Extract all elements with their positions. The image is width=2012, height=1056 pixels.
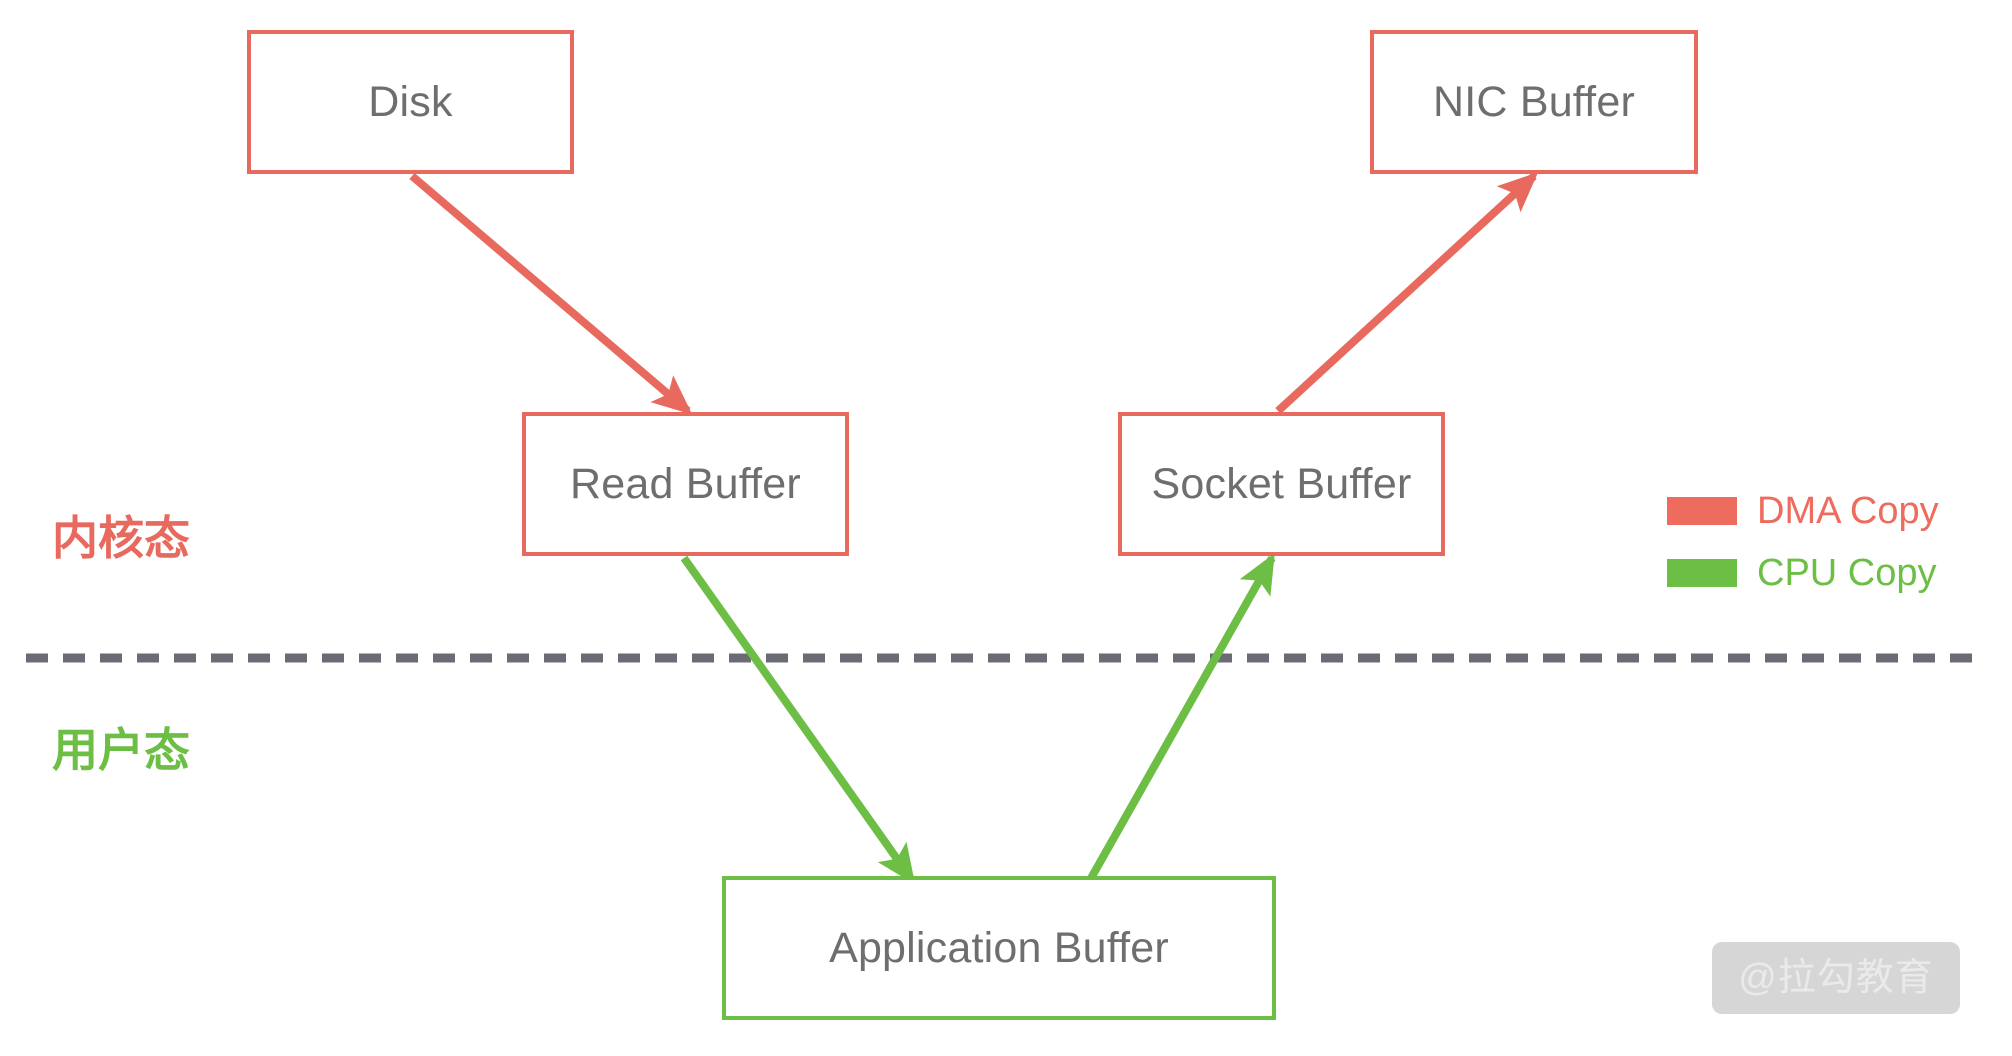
node-application-buffer-label: Application Buffer [829, 923, 1169, 972]
kernel-mode-label: 内核态 [52, 512, 190, 564]
node-nic-buffer-label: NIC Buffer [1433, 77, 1635, 126]
node-disk-label: Disk [368, 77, 453, 126]
user-mode-label: 用户态 [52, 724, 190, 776]
watermark-text: @拉勾教育 [1738, 957, 1934, 999]
node-socket-buffer[interactable]: Socket Buffer [1118, 412, 1445, 556]
node-nic-buffer[interactable]: NIC Buffer [1370, 30, 1698, 174]
node-application-buffer[interactable]: Application Buffer [722, 876, 1276, 1020]
edge-disk-to-read-buffer [409, 172, 693, 415]
watermark-badge: @拉勾教育 [1712, 942, 1960, 1014]
node-read-buffer[interactable]: Read Buffer [522, 412, 849, 556]
edge-read-buffer-to-application-buffer [680, 555, 916, 885]
legend-label-dma-copy: DMA Copy [1757, 490, 1939, 532]
legend-item-cpu-copy: CPU Copy [1667, 542, 1939, 604]
legend-swatch-cpu-copy [1667, 559, 1737, 587]
node-read-buffer-label: Read Buffer [570, 459, 801, 508]
legend-swatch-dma-copy [1667, 497, 1737, 525]
legend-label-cpu-copy: CPU Copy [1757, 552, 1937, 594]
node-disk[interactable]: Disk [247, 30, 574, 174]
legend-item-dma-copy: DMA Copy [1667, 480, 1939, 542]
edge-application-buffer-to-socket-buffer [1086, 553, 1276, 882]
legend: DMA Copy CPU Copy [1667, 480, 1939, 604]
edge-socket-buffer-to-nic-buffer [1275, 172, 1539, 414]
node-socket-buffer-label: Socket Buffer [1151, 459, 1412, 508]
